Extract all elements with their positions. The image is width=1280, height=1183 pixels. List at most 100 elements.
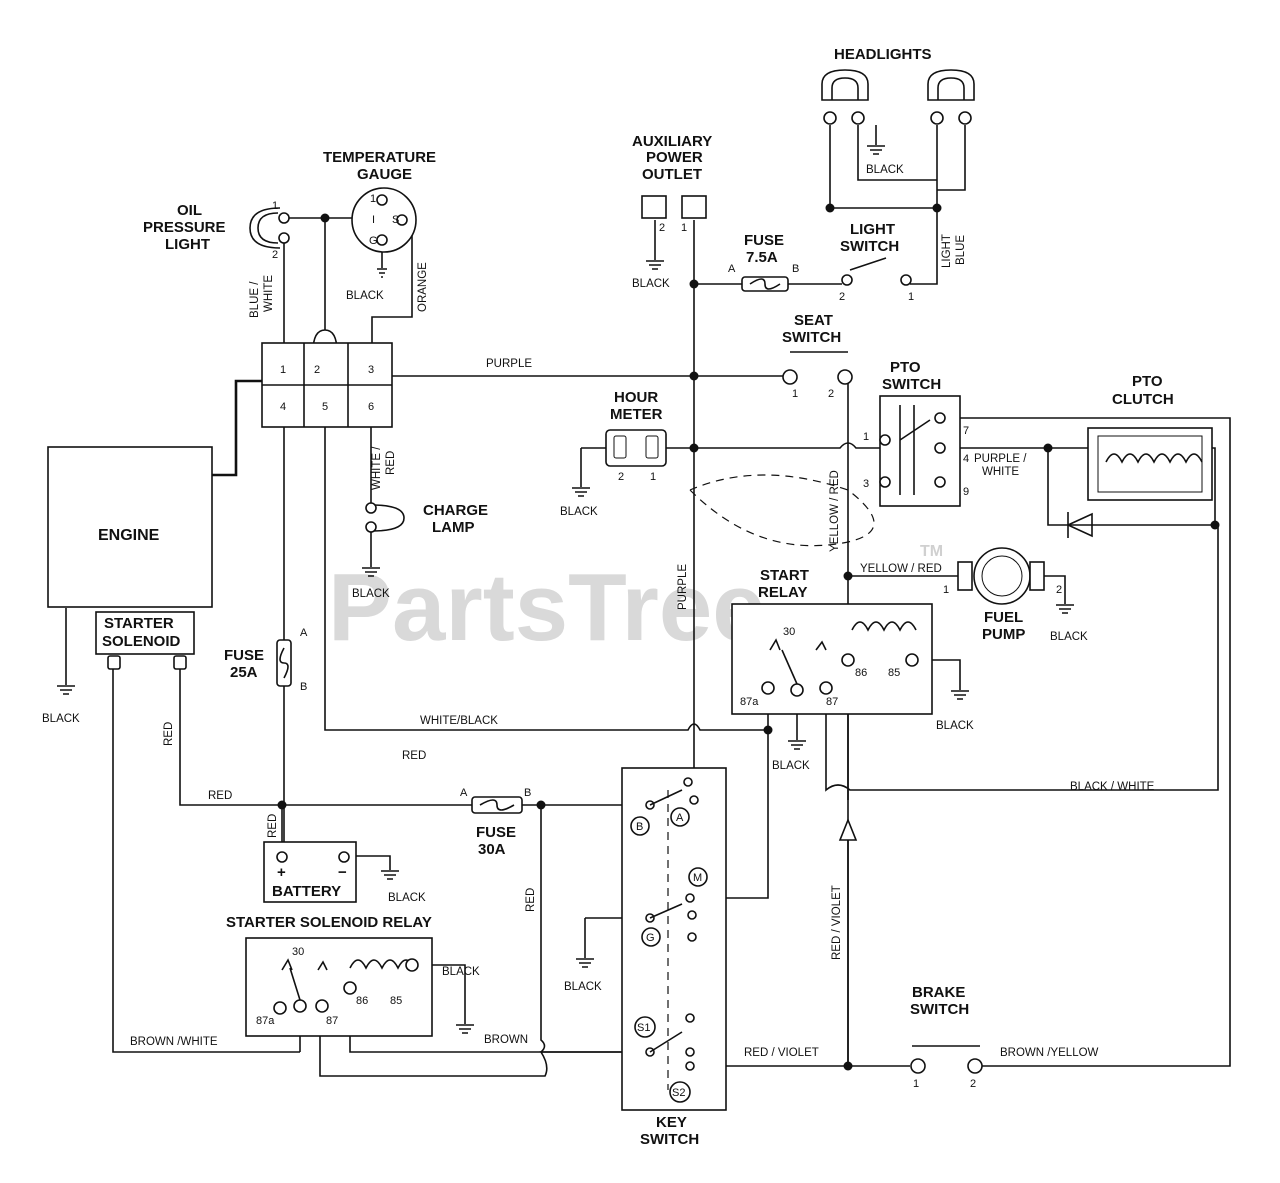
- pto-switch-label-2: SWITCH: [882, 376, 941, 393]
- svg-text:I: I: [372, 214, 375, 226]
- charge-lamp-ground-wire: BLACK: [352, 588, 390, 600]
- svg-text:87a: 87a: [740, 696, 759, 708]
- oil-light-bulb-icon: [249, 207, 281, 249]
- headlights-ground-wire: BLACK: [866, 164, 904, 176]
- svg-text:7: 7: [963, 425, 969, 437]
- wire-purple-vertical: PURPLE: [677, 564, 689, 610]
- aux-ground-wire: BLACK: [632, 278, 670, 290]
- svg-text:+: +: [277, 864, 286, 881]
- svg-text:S2: S2: [672, 1087, 685, 1099]
- key-switch-ground-wire: BLACK: [564, 981, 602, 993]
- watermark: PartsTree: [328, 554, 766, 661]
- diode-arrow-icon: [838, 817, 858, 841]
- starter-solenoid-label-2: SOLENOID: [102, 633, 181, 650]
- seat-switch-label-1: SEAT: [794, 312, 833, 329]
- start-relay-ground-wire: BLACK: [936, 720, 974, 732]
- engine-label: ENGINE: [98, 527, 160, 544]
- svg-text:S1: S1: [637, 1022, 650, 1034]
- svg-text:A: A: [300, 627, 308, 639]
- oil-light-label-1: OIL: [177, 202, 202, 219]
- hour-meter-ground-wire: BLACK: [560, 506, 598, 518]
- svg-text:B: B: [300, 681, 307, 693]
- key-switch-label-1: KEY: [656, 1114, 687, 1131]
- svg-text:4: 4: [280, 401, 286, 413]
- start-relay-label-1: START: [760, 567, 809, 584]
- svg-text:A: A: [728, 263, 736, 275]
- watermark-tm: TM: [920, 543, 943, 560]
- headlights-label: HEADLIGHTS: [834, 46, 932, 63]
- wire-red-1: RED: [402, 750, 426, 762]
- start-relay-label-2: RELAY: [758, 584, 807, 601]
- fuse-75-label-2: 7.5A: [746, 249, 778, 266]
- battery-ground-wire: BLACK: [388, 892, 426, 904]
- brake-switch-label-2: SWITCH: [910, 1001, 969, 1018]
- light-switch-label-2: SWITCH: [840, 238, 899, 255]
- svg-text:1: 1: [863, 431, 869, 443]
- svg-text:2: 2: [272, 249, 278, 261]
- svg-text:1: 1: [908, 291, 914, 303]
- svg-text:87a: 87a: [256, 1015, 275, 1027]
- wire-red-violet-horizontal: RED / VIOLET: [744, 1047, 819, 1059]
- wire-black-white: BLACK / WHITE: [1070, 781, 1155, 793]
- wire-red-2: RED: [208, 790, 232, 802]
- temp-gauge-label-2: GAUGE: [357, 166, 412, 183]
- starter-solenoid-label-1: STARTER: [104, 615, 174, 632]
- fuse-75-label-1: FUSE: [744, 232, 784, 249]
- gauge-ground-wire: BLACK: [346, 290, 384, 302]
- wire-brown-white: BROWN /WHITE: [130, 1036, 218, 1048]
- brake-switch-label-1: BRAKE: [912, 984, 965, 1001]
- wire-red-key: RED: [525, 888, 537, 912]
- temp-gauge-label-1: TEMPERATURE: [323, 149, 436, 166]
- wire-brown: BROWN: [484, 1034, 528, 1046]
- fuse-25-label-2: 25A: [230, 664, 258, 681]
- aux-outlet-label-3: OUTLET: [642, 166, 702, 183]
- starter-solenoid-box: [95, 611, 195, 655]
- svg-text:4: 4: [963, 453, 969, 465]
- wire-white-red-2: RED: [385, 451, 397, 475]
- start-relay-black-wire: BLACK: [772, 760, 810, 772]
- svg-text:2: 2: [1056, 584, 1062, 596]
- battery-label: BATTERY: [272, 883, 341, 900]
- engine-ground-wire: BLACK: [42, 713, 80, 725]
- svg-text:30: 30: [783, 626, 795, 638]
- fuel-pump-label-2: PUMP: [982, 626, 1025, 643]
- svg-text:1: 1: [681, 222, 687, 234]
- starter-relay-label: STARTER SOLENOID RELAY: [226, 914, 432, 931]
- charge-lamp-bulb-icon: [371, 504, 405, 532]
- start-relay-coil-icon: [851, 621, 917, 632]
- fuse-25-label-1: FUSE: [224, 647, 264, 664]
- pto-clutch-label-2: CLUTCH: [1112, 391, 1174, 408]
- pto-switch-box: [879, 395, 961, 507]
- wire-blue-white-2: WHITE: [263, 275, 275, 312]
- svg-text:85: 85: [390, 995, 402, 1007]
- charge-lamp-label-2: LAMP: [432, 519, 475, 536]
- wire-white-black: WHITE/BLACK: [420, 715, 498, 727]
- fuse-30-label-2: 30A: [478, 841, 506, 858]
- svg-text:B: B: [792, 263, 799, 275]
- aux-outlet-label-1: AUXILIARY: [632, 133, 712, 150]
- hour-meter-label-1: HOUR: [614, 389, 658, 406]
- wire-yellow-red-vertical: YELLOW / RED: [829, 470, 841, 552]
- svg-text:G: G: [369, 235, 378, 247]
- wire-red-vertical: RED: [163, 722, 175, 746]
- svg-text:5: 5: [322, 401, 328, 413]
- svg-text:30: 30: [292, 946, 304, 958]
- svg-text:S: S: [392, 214, 399, 226]
- svg-text:1: 1: [650, 471, 656, 483]
- junction-dots: [277, 203, 1220, 1071]
- wire-purple-white-2: WHITE: [982, 466, 1019, 478]
- svg-text:G: G: [646, 932, 655, 944]
- starter-relay-box: [245, 937, 433, 1037]
- aux-outlet-terminal-1: [681, 195, 707, 219]
- svg-text:86: 86: [855, 667, 867, 679]
- oil-light-label-3: LIGHT: [165, 236, 210, 253]
- svg-text:87: 87: [826, 696, 838, 708]
- svg-text:2: 2: [618, 471, 624, 483]
- wire-light-blue-1: LIGHT: [941, 234, 953, 268]
- svg-text:85: 85: [888, 667, 900, 679]
- headlight-right-icon: [927, 69, 975, 125]
- svg-text:6: 6: [368, 401, 374, 413]
- engine-box: [47, 446, 213, 608]
- svg-text:A: A: [676, 812, 684, 824]
- wire-purple-white-1: PURPLE /: [974, 453, 1027, 465]
